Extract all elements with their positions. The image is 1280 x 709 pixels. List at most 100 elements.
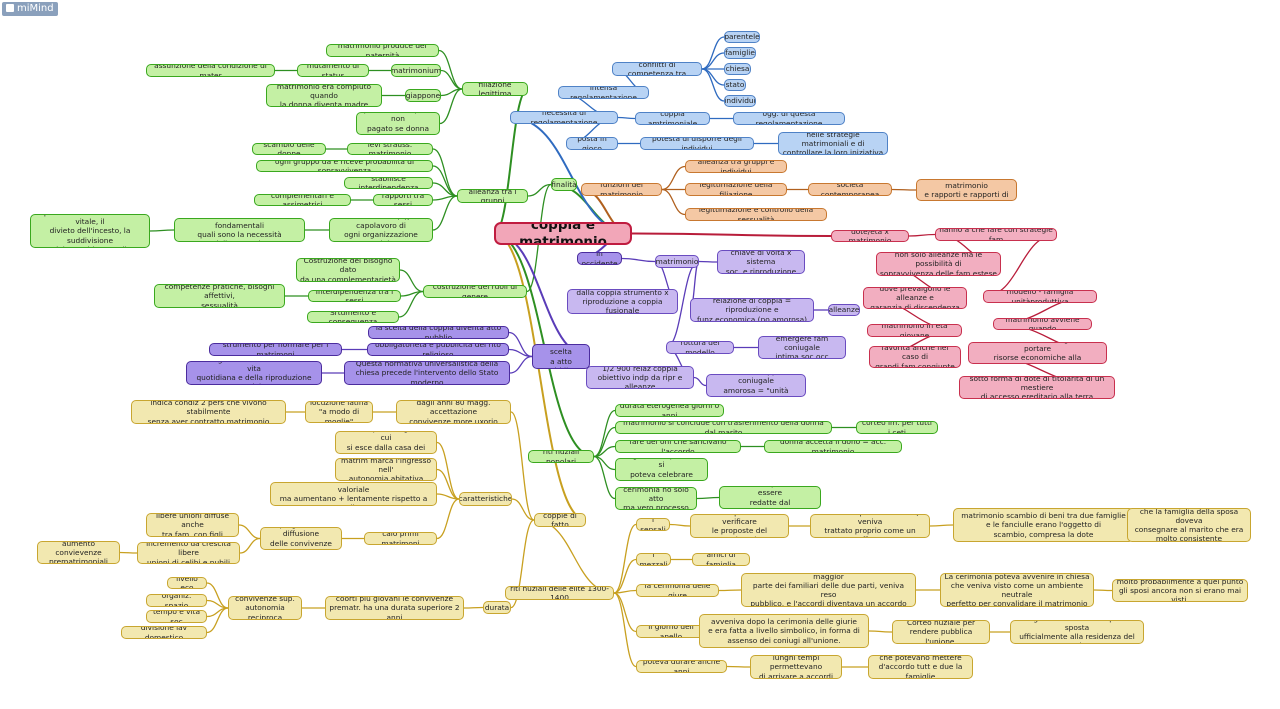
topic-node-y_mmar[interactable]: matrim marca l'ingresso nell' autonomia … bbox=[335, 458, 437, 481]
topic-node-g_mium[interactable]: matrimonium bbox=[391, 64, 441, 77]
topic-node-o_leg[interactable]: legittimazione della filiazione bbox=[685, 183, 787, 196]
topic-node-b_int[interactable]: intensa regolamentazione bbox=[558, 86, 649, 99]
topic-node-g_giap[interactable]: giappone bbox=[405, 89, 441, 102]
topic-node-y_indica[interactable]: indica condiz 2 pers che vivono stabilme… bbox=[131, 400, 286, 424]
topic-node-r_avv[interactable]: matrimonio avviene quando bbox=[993, 318, 1092, 330]
topic-node-p_emer[interactable]: emergere fam coniugale intima soc occ bbox=[758, 336, 846, 359]
topic-node-b_ogg[interactable]: ogg. di questa regolamentazione bbox=[733, 112, 845, 125]
topic-node-g_sfrut[interactable]: Srtumento e conseguenza bbox=[307, 311, 399, 323]
topic-node-l_fare[interactable]: fare dei oni che sancivano l'accordo bbox=[615, 440, 741, 453]
topic-node-r_dove[interactable]: dove prevalgono le alleanze e garanzia d… bbox=[863, 287, 967, 309]
topic-node-b_nelle[interactable]: nelle strategie matrimoniali e di contro… bbox=[778, 132, 888, 155]
topic-node-g_mut[interactable]: mutamento di status bbox=[297, 64, 369, 77]
topic-node-l_conc[interactable]: matrimonio si conclude con trasferimento… bbox=[615, 421, 832, 434]
topic-node-y_sens1[interactable]: si occupavano di verificare le proposte … bbox=[690, 514, 789, 538]
topic-node-y_sens3[interactable]: matrimonio scambio di beni tra due famig… bbox=[953, 508, 1134, 542]
topic-node-y_loc[interactable]: locuzione latina "a modo di moglie" bbox=[305, 401, 373, 423]
topic-node-y_giure2[interactable]: La cerimonia poteva avvenire in chiesa c… bbox=[940, 573, 1094, 607]
topic-node-y_prog[interactable]: progressiva diffusione delle convivenze … bbox=[260, 527, 342, 550]
topic-node-y_div[interactable]: divisione lav domestico bbox=[121, 626, 207, 639]
topic-node-p_obbl[interactable]: obbligatorietà e pubblicità del rito rel… bbox=[367, 343, 509, 356]
topic-node-y_aum[interactable]: aumento convievenze prematrimoniali bbox=[37, 541, 120, 564]
topic-node-y_org[interactable]: organiz. spazio bbox=[146, 594, 207, 607]
topic-node-r_sia[interactable]: sia uomo sia donna in grado di portare r… bbox=[968, 342, 1107, 364]
topic-node-b_camt[interactable]: coppia amtrimoniale bbox=[635, 112, 710, 125]
topic-node-p_chiave[interactable]: chiave di volta x sistema soc. e riprodu… bbox=[717, 250, 805, 274]
topic-node-y_amici[interactable]: amici di famiglia bbox=[692, 553, 750, 566]
topic-node-y_sens4[interactable]: che la famiglia della sposa doveva conse… bbox=[1127, 508, 1251, 542]
topic-node-y_incr[interactable]: incremento da crescita libere unioni di … bbox=[137, 542, 240, 564]
topic-node-y_sens[interactable]: i sensali bbox=[636, 518, 670, 531]
topic-node-b_pot[interactable]: potestà di disporre degli individui bbox=[640, 137, 754, 150]
topic-node-y_anel[interactable]: il giorno dell anello bbox=[636, 625, 706, 638]
topic-node-l_cerim[interactable]: cerimonia no solo atto ma vero processo bbox=[615, 487, 697, 510]
topic-node-g_levi[interactable]: levi strauss: matrimonio bbox=[347, 143, 433, 155]
topic-node-y_conv[interactable]: convivenze m.u. accettate livello soc. e… bbox=[270, 482, 437, 506]
topic-node-l_riti[interactable]: riti nuziali popolari bbox=[528, 450, 594, 463]
topic-node-p_alle[interactable]: alleanze bbox=[828, 304, 860, 316]
topic-node-g_scam[interactable]: scambio delle donne bbox=[252, 143, 326, 155]
topic-node-g_inter[interactable]: Interdipendenza tra i sessi bbox=[308, 290, 401, 302]
topic-node-g_prez[interactable]: prezzo della sposa non pagato se donna s… bbox=[356, 112, 440, 135]
topic-node-b_ind[interactable]: individui bbox=[724, 95, 756, 107]
topic-node-b_conf[interactable]: conflitti di competenza tra bbox=[612, 62, 702, 76]
topic-node-y_csup[interactable]: convivenze sup. autonomia reciproca bbox=[228, 596, 302, 620]
topic-node-y_giure[interactable]: la cerimonia delle giure bbox=[636, 584, 719, 597]
topic-node-g_ass[interactable]: assunzione della condizione di mater bbox=[146, 64, 275, 77]
topic-node-y_pot1[interactable]: lunghi tempi permettevano di arrivare a … bbox=[750, 655, 842, 679]
topic-node-y_pot[interactable]: poteva durare anche anni bbox=[636, 660, 727, 673]
topic-node-y_anel3[interactable]: Nei giorni successivi la sposa si sposta… bbox=[1010, 620, 1144, 644]
topic-node-l_donna[interactable]: donna accetta il dono = acc. matrimonio bbox=[764, 440, 902, 453]
topic-node-g_cbis[interactable]: Costruzione del bisogno dato da una comp… bbox=[296, 258, 400, 282]
topic-node-y_dagli[interactable]: dagli anni 80 magg. accettazione convive… bbox=[396, 400, 511, 424]
topic-node-y_calo[interactable]: calo primi matrimoni bbox=[364, 532, 437, 545]
topic-node-b_par[interactable]: parentele bbox=[724, 31, 760, 43]
topic-node-g_stab[interactable]: stabilisce interdipendenza bbox=[344, 177, 433, 189]
topic-node-l_dur[interactable]: durata eterogenea giorni o anni bbox=[615, 404, 724, 417]
topic-node-p_strum[interactable]: strumento per normare per i matrimoni bbox=[209, 343, 342, 356]
topic-node-b_fam[interactable]: famiglie bbox=[724, 47, 756, 59]
topic-node-r_dote[interactable]: dote/età x matrimonio bbox=[831, 230, 909, 242]
topic-node-p_1fase[interactable]: 1 fase - coppia coniugale amorosa = "uni… bbox=[706, 374, 806, 397]
topic-node-y_temp[interactable]: tempo e vita soc bbox=[146, 610, 207, 623]
topic-node-y_anel1[interactable]: avveniva dopo la cerimonia delle giurie … bbox=[699, 614, 869, 648]
topic-node-y_elite[interactable]: riti nuziali delle elite 1300-1400 bbox=[505, 586, 614, 600]
topic-node-y_eco[interactable]: livello eco bbox=[167, 577, 207, 589]
topic-node-r_fav[interactable]: favorita anche nel caso di grandi fam co… bbox=[869, 346, 961, 368]
topic-node-g_cprat[interactable]: competenze pratiche, bisogni affettivi, … bbox=[154, 284, 285, 308]
topic-node-p_rel[interactable]: relazione di coppia = riproduzione e fun… bbox=[690, 298, 814, 322]
topic-node-p_1900[interactable]: 1/2 900 relaz coppia obiettivo indp da r… bbox=[586, 366, 694, 389]
topic-node-o_mod[interactable]: modifica funzioni matrimonio e rapporti … bbox=[916, 179, 1017, 201]
topic-node-p_occ[interactable]: in occidente bbox=[577, 252, 622, 265]
topic-node-r_model[interactable]: modello - famiglia unitàproduttiva bbox=[983, 290, 1097, 303]
topic-node-p_scelta[interactable]: la scelta della coppia diventa atto pubb… bbox=[368, 326, 509, 339]
topic-node-g_all[interactable]: alleanza tra i gruppi bbox=[457, 189, 528, 203]
topic-node-g_capo[interactable]: Matrimonio (è), capolavoro di ogni organ… bbox=[329, 218, 433, 242]
topic-node-o_all[interactable]: alleanza tra gruppi e individui bbox=[685, 160, 787, 173]
topic-node-b_chi[interactable]: chiesa bbox=[724, 63, 751, 75]
topic-node-p_rott[interactable]: rottura del modello bbox=[666, 341, 734, 354]
topic-node-y_pot2[interactable]: che potevano mettere d'accordo tutt e du… bbox=[868, 655, 973, 679]
topic-node-y_car[interactable]: caratteristiche bbox=[459, 492, 512, 506]
topic-node-p_quest[interactable]: Questa normativa universalistica della c… bbox=[344, 361, 510, 385]
topic-node-y_giure1[interactable]: giurie era una cerimonia fatta con la ma… bbox=[741, 573, 916, 607]
central-topic[interactable]: coppia e matrimonio bbox=[494, 222, 632, 245]
topic-node-r_mat[interactable]: matrimonio in età giovane bbox=[867, 324, 962, 337]
topic-node-l_cort[interactable]: corteo im. per tutti i ceti bbox=[856, 421, 938, 434]
topic-node-y_lib[interactable]: libere unioni diffuse anche tra fam. con… bbox=[146, 513, 239, 537]
topic-node-b_posta[interactable]: posta in gioco bbox=[566, 137, 618, 150]
topic-node-p_dalla[interactable]: dalla coppia strumento x riproduzione a … bbox=[567, 289, 678, 314]
topic-node-g_ogni[interactable]: ogni gruppo da e riceve probabilità di s… bbox=[256, 160, 433, 172]
topic-node-r_non[interactable]: non solo alleanze ma le possibilità di s… bbox=[876, 252, 1001, 276]
topic-node-y_anel2[interactable]: Corteo nuziale per rendere pubblica l'un… bbox=[892, 620, 990, 644]
topic-node-g_per[interactable]: per costruire una società vitale, il div… bbox=[30, 214, 150, 248]
topic-node-g_artic[interactable]: articola fra loro elementi fondamentali … bbox=[174, 218, 305, 242]
topic-node-l_luogo[interactable]: luogo non importante si poteva celebrare… bbox=[615, 458, 708, 481]
topic-node-p_nella[interactable]: nella regolazione delle forme della vita… bbox=[186, 361, 322, 385]
topic-node-b_sta[interactable]: stato bbox=[724, 79, 746, 91]
topic-node-r_han[interactable]: hanno a che fare con strategie fam bbox=[935, 228, 1057, 241]
topic-node-y_coorti[interactable]: coorti più giovani le convivenze prematr… bbox=[325, 596, 464, 620]
topic-node-l_tratt[interactable]: trattative potevano essere redatte dal n… bbox=[719, 486, 821, 509]
topic-node-y_sens2[interactable]: fossero le più convenienti, veniva tratt… bbox=[810, 514, 930, 538]
